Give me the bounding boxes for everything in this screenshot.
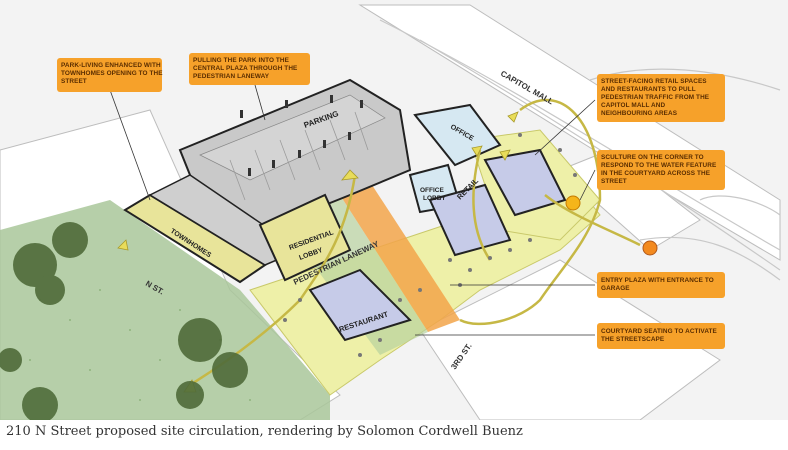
callout-sculpture-line-3: IN THE COURTYARD ACROSS THE — [601, 170, 711, 177]
trees — [0, 222, 248, 420]
office-lobby-label-1: OFFICE — [420, 187, 444, 194]
callout-entry-plaza-line-2: GARAGE — [601, 285, 630, 292]
callout-sculpture-line-1: SCULTURE ON THE CORNER TO — [601, 154, 704, 161]
leader-lines — [109, 84, 596, 336]
park-lawn — [0, 200, 330, 420]
callout-sculpture-line-4: STREET — [601, 178, 627, 185]
callout-sculpture-line-2: RESPOND TO THE WATER FEATURE — [601, 162, 717, 169]
retail-building-south — [428, 183, 512, 257]
callout-street-retail-line-5: NEIGHBOURING AREAS — [601, 110, 678, 117]
callout-pulling-park-line-1: PULLING THE PARK INTO THE — [193, 57, 290, 64]
water-feature-marker — [642, 240, 658, 256]
callout-park-living: PARK-LIVING ENHANCED WITH TOWNHOMES OPEN… — [57, 58, 163, 92]
callout-street-retail-line-1: STREET-FACING RETAIL SPACES — [601, 78, 707, 85]
callout-street-retail-line-2: AND RESTAURANTS TO PULL — [601, 86, 696, 93]
callout-pulling-park-line-3: PEDESTRIAN LANEWAY — [193, 73, 270, 80]
site-circulation-rendering: PARKING OFFICE OFFICE LOBBY RETAIL TOWNH… — [0, 0, 788, 420]
callout-park-living-line-3: STREET — [61, 78, 87, 85]
restaurant-building — [308, 268, 412, 342]
figure-caption: 210 N Street proposed site circulation, … — [6, 424, 523, 439]
callout-street-retail-line-4: CAPITOL MALL AND — [601, 102, 665, 109]
office-lobby-label-2: LOBBY — [423, 195, 446, 202]
callout-courtyard: COURTYARD SEATING TO ACTIVATE THE STREET… — [597, 323, 725, 349]
callout-park-living-line-1: PARK-LIVING ENHANCED WITH — [61, 62, 161, 69]
callout-street-retail-line-3: PEDESTRIAN TRAFFIC FROM THE — [601, 94, 710, 101]
callout-courtyard-line-2: THE STREETSCAPE — [601, 336, 665, 343]
callout-courtyard-line-1: COURTYARD SEATING TO ACTIVATE — [601, 328, 718, 335]
retail-building-north — [483, 148, 567, 217]
callout-pulling-park: PULLING THE PARK INTO THE CENTRAL PLAZA … — [189, 53, 310, 85]
shrubs — [283, 133, 577, 357]
callout-entry-plaza-line-1: ENTRY PLAZA WITH ENTRANCE TO — [601, 277, 714, 284]
callout-street-retail: STREET-FACING RETAIL SPACES AND RESTAURA… — [597, 74, 725, 122]
sculpture-marker — [565, 195, 581, 211]
callout-park-living-line-2: TOWNHOMES OPENING TO THE — [61, 70, 163, 77]
callout-pulling-park-line-2: CENTRAL PLAZA THROUGH THE — [193, 65, 298, 72]
callout-sculpture: SCULTURE ON THE CORNER TO RESPOND TO THE… — [597, 150, 725, 190]
callout-entry-plaza: ENTRY PLAZA WITH ENTRANCE TO GARAGE — [597, 272, 725, 298]
pedestrian-laneway — [340, 185, 460, 332]
